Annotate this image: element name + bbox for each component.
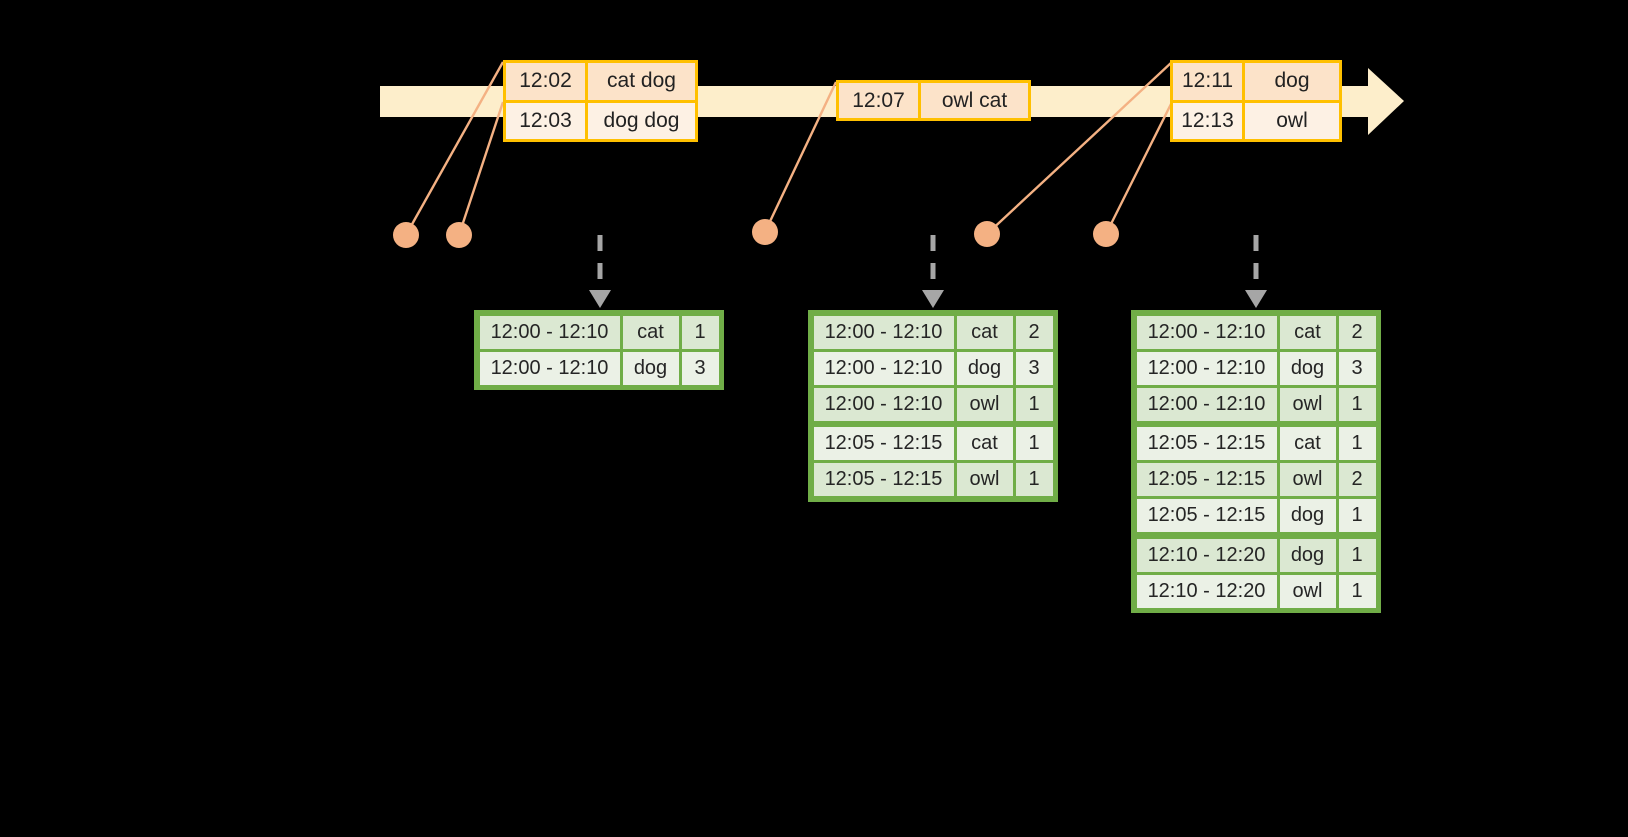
event-words: dog dog — [588, 102, 695, 139]
event-group-3[interactable]: 12:11 dog 12:13 owl — [1170, 60, 1342, 142]
word-cell: dog — [1279, 351, 1336, 385]
event-time: 12:02 — [506, 63, 588, 100]
window-cell: 12:00 - 12:10 — [813, 351, 954, 385]
word-cell: cat — [1279, 315, 1336, 349]
event-group-2[interactable]: 12:07 owl cat — [836, 80, 1031, 121]
event-time: 12:07 — [839, 83, 921, 118]
window-cell: 12:00 - 12:10 — [813, 387, 954, 421]
connector-dot-1207[interactable] — [752, 219, 778, 245]
word-cell: owl — [1279, 387, 1336, 421]
word-cell: owl — [1279, 574, 1336, 608]
window-cell: 12:00 - 12:10 — [1136, 387, 1277, 421]
count-cell: 3 — [681, 351, 719, 385]
count-cell: 2 — [1338, 463, 1376, 496]
event-row[interactable]: 12:02 cat dog — [506, 63, 695, 100]
count-cell: 1 — [1338, 538, 1376, 572]
event-words: owl — [1245, 102, 1339, 139]
word-cell: dog — [622, 351, 679, 385]
word-cell: cat — [956, 427, 1013, 460]
count-cell: 3 — [1015, 351, 1053, 385]
event-words: owl cat — [921, 83, 1028, 118]
count-cell: 3 — [1338, 351, 1376, 385]
count-cell: 1 — [1015, 463, 1053, 496]
event-row[interactable]: 12:07 owl cat — [839, 83, 1028, 118]
dashed-arrow-to-table-3-head — [1245, 290, 1267, 308]
word-cell: cat — [956, 315, 1013, 349]
connector-dot-1202[interactable] — [393, 222, 419, 248]
dashed-arrow-to-table-2-head — [922, 290, 944, 308]
count-cell: 1 — [681, 315, 719, 349]
dashed-arrow-to-table-1-head — [589, 290, 611, 308]
window-cell: 12:00 - 12:10 — [479, 315, 620, 349]
connector-dot-1203-line — [457, 101, 505, 236]
word-cell: dog — [1279, 499, 1336, 532]
connector-dot-1211[interactable] — [974, 221, 1000, 247]
event-row[interactable]: 12:03 dog dog — [506, 99, 695, 139]
event-time: 12:11 — [1173, 63, 1245, 100]
window-cell: 12:05 - 12:15 — [813, 427, 954, 460]
window-cell: 12:05 - 12:15 — [1136, 427, 1277, 460]
count-cell: 2 — [1338, 315, 1376, 349]
word-cell: dog — [956, 351, 1013, 385]
event-group-1[interactable]: 12:02 cat dog 12:03 dog dog — [503, 60, 698, 142]
connector-dot-1213[interactable] — [1093, 221, 1119, 247]
word-cell: owl — [1279, 463, 1336, 496]
window-cell: 12:00 - 12:10 — [813, 315, 954, 349]
window-cell: 12:10 - 12:20 — [1136, 538, 1277, 572]
event-words: dog — [1245, 63, 1339, 100]
window-cell: 12:05 - 12:15 — [813, 463, 954, 496]
count-cell: 2 — [1015, 315, 1053, 349]
count-cell: 1 — [1015, 427, 1053, 460]
event-row[interactable]: 12:13 owl — [1173, 99, 1339, 139]
count-cell: 1 — [1338, 499, 1376, 532]
event-row[interactable]: 12:11 dog — [1173, 63, 1339, 100]
window-cell: 12:10 - 12:20 — [1136, 574, 1277, 608]
window-cell: 12:05 - 12:15 — [1136, 499, 1277, 532]
window-cell: 12:00 - 12:10 — [1136, 351, 1277, 385]
event-words: cat dog — [588, 63, 695, 100]
window-cell: 12:00 - 12:10 — [479, 351, 620, 385]
window-cell: 12:05 - 12:15 — [1136, 463, 1277, 496]
window-cell: 12:00 - 12:10 — [1136, 315, 1277, 349]
count-cell: 1 — [1338, 574, 1376, 608]
word-cell: owl — [956, 387, 1013, 421]
word-cell: cat — [1279, 427, 1336, 460]
connector-dot-1203[interactable] — [446, 222, 472, 248]
connector-dot-1213-line — [1104, 101, 1174, 235]
event-time: 12:03 — [506, 102, 588, 139]
event-time: 12:13 — [1173, 102, 1245, 139]
timeline-arrowhead — [1368, 68, 1404, 135]
count-cell: 1 — [1338, 427, 1376, 460]
count-cell: 1 — [1015, 387, 1053, 421]
word-cell: owl — [956, 463, 1013, 496]
count-cell: 1 — [1338, 387, 1376, 421]
word-cell: cat — [622, 315, 679, 349]
word-cell: dog — [1279, 538, 1336, 572]
